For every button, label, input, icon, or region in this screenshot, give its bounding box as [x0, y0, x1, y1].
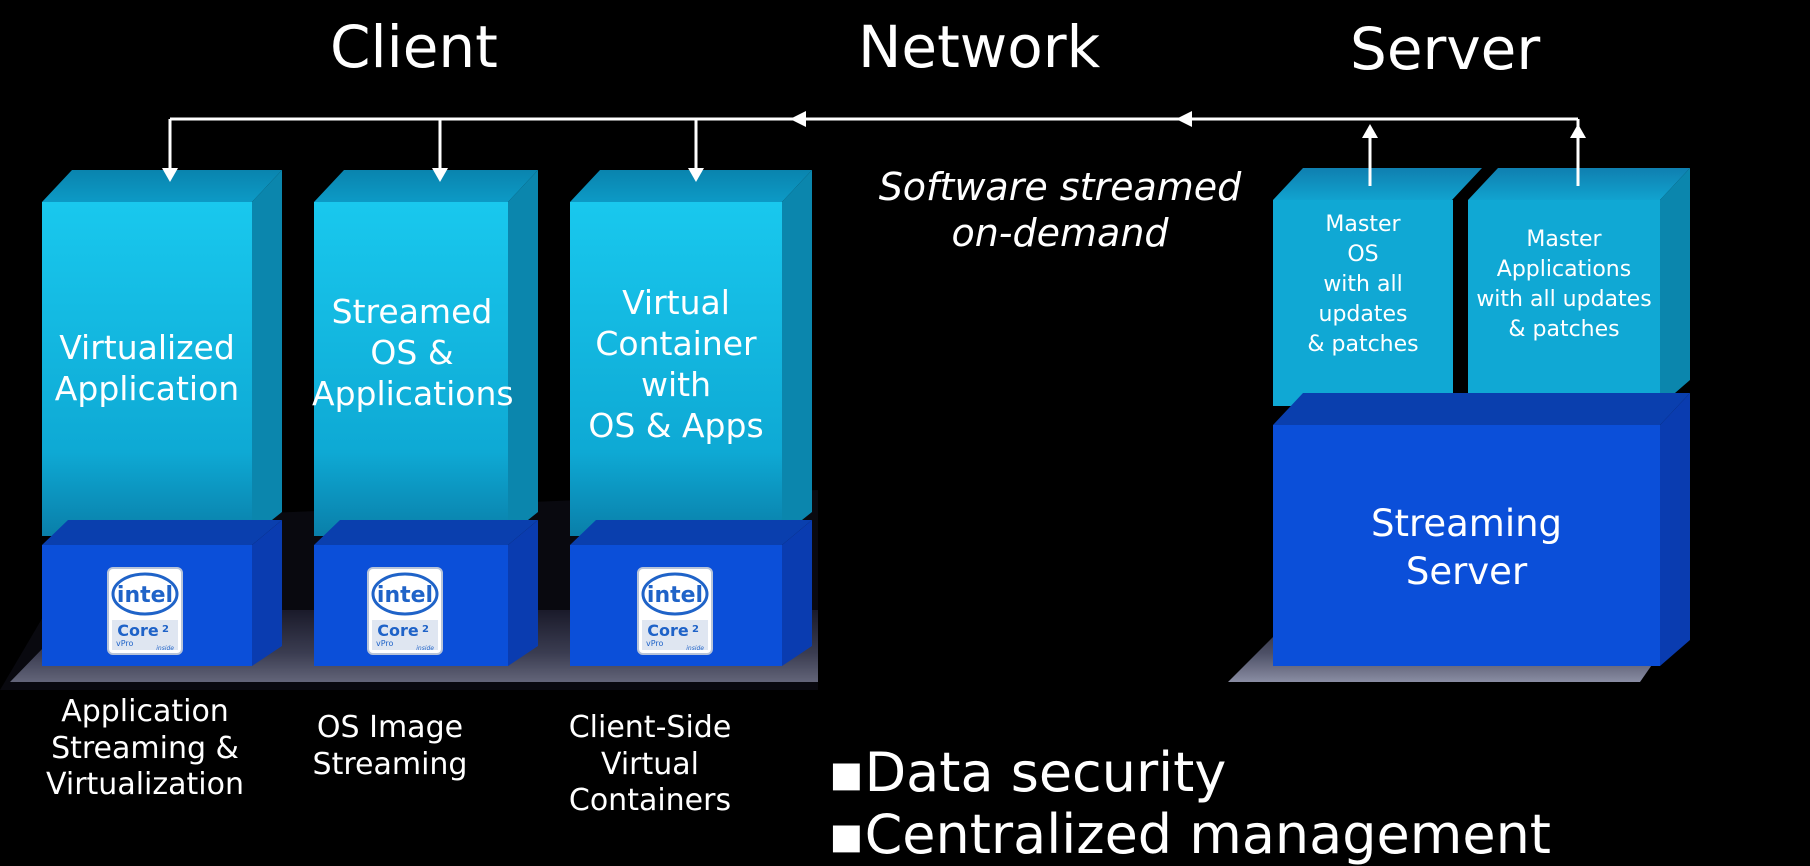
chip-sub: vPro	[646, 639, 664, 648]
bullet-data-security: ▪Data security	[828, 741, 1227, 804]
stack-1-label: Virtualized Application	[42, 328, 252, 410]
caption-line: Application	[61, 694, 229, 729]
caption-line: Virtual	[600, 746, 700, 782]
stack-3-label-line: Container	[595, 323, 757, 363]
network-note-line: on-demand	[951, 211, 1169, 256]
network-note: Software streamed on-demand	[840, 164, 1280, 257]
caption-client-side-containers: Client-Side Virtual Containers	[550, 710, 750, 820]
stack-1-label-line: Virtualized	[59, 328, 235, 367]
stack-2-label-line: Applications	[312, 373, 514, 413]
master-apps-label: Master Applications with all updates & p…	[1462, 225, 1666, 345]
intel-core2-vpro-logo: intel Core 2 vPro inside	[366, 566, 444, 656]
bullet-centralized-management: ▪Centralized management	[828, 803, 1551, 866]
stack-3-label-line: Virtual	[622, 283, 730, 322]
caption-application-streaming: Application Streaming & Virtualization	[20, 694, 270, 804]
server-stack	[1273, 168, 1690, 666]
streaming-server-label: Streaming Server	[1273, 500, 1660, 596]
master-apps-line: & patches	[1508, 316, 1620, 342]
stack-3-label: Virtual Container with OS & Apps	[570, 283, 782, 447]
stack-2-label: Streamed OS & Applications	[312, 292, 514, 415]
heading-server: Server	[1350, 15, 1541, 83]
master-os-line: & patches	[1307, 331, 1419, 357]
intel-core2-vpro-logo: intel Core 2 vPro inside	[636, 566, 714, 656]
stack-3-label-line: OS & Apps	[588, 405, 764, 445]
heading-client: Client	[330, 13, 498, 81]
stack-2-label-line: OS &	[370, 332, 454, 372]
heading-network: Network	[858, 13, 1101, 81]
stack-3-label-line: with	[640, 364, 711, 404]
caption-line: Streaming &	[51, 730, 239, 766]
master-apps-line: Master	[1526, 227, 1602, 252]
master-os-line: with all	[1323, 271, 1403, 297]
streaming-server-line: Server	[1405, 550, 1528, 594]
master-apps-line: Applications	[1496, 256, 1632, 282]
caption-line: OS Image	[316, 710, 464, 745]
caption-line: Virtualization	[46, 767, 244, 803]
stack-1-label-line: Application	[54, 368, 240, 408]
chip-sup: 2	[162, 624, 169, 635]
chip-sub: vPro	[116, 639, 134, 648]
master-os-line: Master	[1325, 212, 1401, 237]
client-stack-3	[570, 170, 812, 666]
caption-line: Streaming	[312, 746, 468, 782]
chip-brand: intel	[377, 583, 433, 608]
caption-line: Client-Side	[568, 710, 732, 745]
chip-model: Core	[647, 621, 689, 640]
master-os-line: updates	[1318, 301, 1408, 327]
chip-inside: inside	[416, 645, 434, 652]
chip-model: Core	[117, 621, 159, 640]
master-os-label: Master OS with all updates & patches	[1273, 210, 1453, 360]
benefits-list: ▪Data security ▪Centralized management	[828, 741, 1551, 866]
chip-model: Core	[377, 621, 419, 640]
chip-inside: inside	[686, 645, 704, 652]
stack-2-label-line: Streamed	[331, 292, 493, 331]
master-os-line: OS	[1347, 241, 1379, 267]
diagram-canvas	[0, 111, 1690, 690]
network-note-line: Software streamed	[878, 165, 1242, 209]
streaming-server-line: Streaming	[1370, 502, 1563, 545]
chip-sup: 2	[692, 624, 699, 635]
master-apps-line: with all updates	[1476, 286, 1652, 312]
caption-os-image-streaming: OS Image Streaming	[300, 710, 480, 783]
chip-brand: intel	[647, 583, 703, 608]
network-flow-arrows	[162, 111, 1586, 186]
chip-inside: inside	[156, 645, 174, 652]
intel-core2-vpro-logo: intel Core 2 vPro inside	[106, 566, 184, 656]
caption-line: Containers	[568, 783, 732, 819]
chip-sub: vPro	[376, 639, 394, 648]
chip-brand: intel	[117, 583, 173, 608]
chip-sup: 2	[422, 624, 429, 635]
